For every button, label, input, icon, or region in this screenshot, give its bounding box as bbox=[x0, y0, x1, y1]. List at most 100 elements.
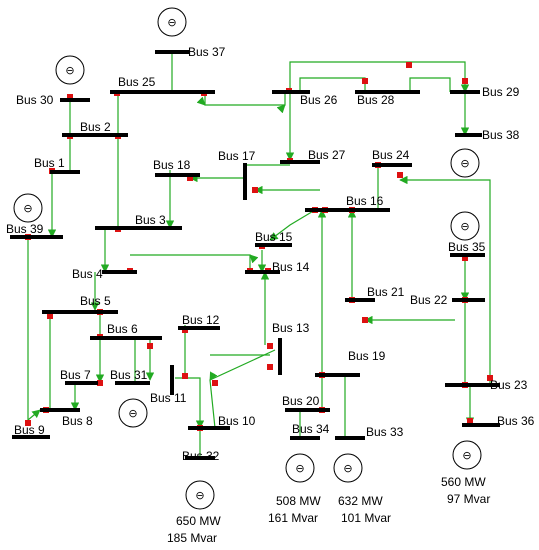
bus-label: Bus 22 bbox=[410, 293, 448, 307]
breaker[interactable] bbox=[147, 343, 153, 349]
bus-labels: Bus 37 Bus 25 Bus 26 Bus 28 Bus 29 Bus 3… bbox=[6, 45, 535, 463]
breaker[interactable] bbox=[267, 343, 273, 349]
bus-label: Bus 27 bbox=[308, 148, 346, 162]
bus-label: Bus 20 bbox=[282, 394, 320, 408]
gen-mw: 560 MW bbox=[441, 475, 486, 489]
breaker[interactable] bbox=[462, 255, 468, 261]
breaker[interactable] bbox=[406, 62, 412, 68]
generator-icon[interactable]: ⊖ bbox=[55, 55, 85, 85]
svg-text:⊖: ⊖ bbox=[460, 157, 469, 170]
svg-text:⊖: ⊖ bbox=[460, 220, 469, 233]
bus-label: Bus 7 bbox=[60, 368, 91, 382]
line-16-24[interactable] bbox=[399, 175, 491, 385]
bus-label: Bus 18 bbox=[153, 158, 191, 172]
bus-label: Bus 5 bbox=[80, 294, 111, 308]
bus-label: Bus 1 bbox=[34, 156, 65, 170]
generator-icon[interactable]: ⊖ bbox=[118, 398, 148, 428]
svg-text:⊖: ⊖ bbox=[343, 462, 352, 475]
bus-label: Bus 11 bbox=[150, 391, 187, 405]
gen-mw: 632 MW bbox=[338, 494, 383, 508]
bus-label: Bus 3 bbox=[135, 213, 166, 227]
bus-label: Bus 28 bbox=[357, 93, 395, 107]
line-16-15[interactable] bbox=[269, 209, 316, 241]
breaker[interactable] bbox=[252, 187, 258, 193]
bus-label: Bus 8 bbox=[62, 414, 93, 428]
generator-icon[interactable]: ⊖ bbox=[157, 7, 187, 37]
bus-label: Bus 38 bbox=[482, 128, 520, 142]
bus-label: Bus 17 bbox=[218, 149, 256, 163]
generator-icon[interactable]: ⊖ bbox=[185, 480, 215, 510]
line-13-10[interactable] bbox=[209, 349, 276, 429]
breaker[interactable] bbox=[267, 364, 273, 370]
generator-icon[interactable]: ⊖ bbox=[285, 453, 315, 483]
transmission-lines bbox=[27, 52, 491, 458]
gen-mvar: 161 Mvar bbox=[268, 511, 318, 525]
svg-text:⊖: ⊖ bbox=[295, 462, 304, 475]
svg-text:⊖: ⊖ bbox=[23, 202, 32, 215]
bus-label: Bus 35 bbox=[448, 240, 486, 254]
bus-label: Bus 12 bbox=[182, 313, 220, 327]
generation-readouts: 650 MW 185 Mvar 508 MW 161 Mvar 632 MW 1… bbox=[167, 475, 490, 545]
bus-label: Bus 30 bbox=[16, 93, 54, 107]
generator-icon[interactable]: ⊖ bbox=[450, 211, 480, 241]
bus-label: Bus 15 bbox=[255, 230, 293, 244]
svg-text:⊖: ⊖ bbox=[128, 407, 137, 420]
bus-label: Bus 39 bbox=[6, 222, 44, 236]
bus-bars bbox=[10, 50, 500, 460]
breaker[interactable] bbox=[67, 94, 73, 100]
bus-label: Bus 23 bbox=[490, 378, 528, 392]
bus-label: Bus 37 bbox=[188, 45, 226, 59]
breaker[interactable] bbox=[397, 172, 403, 178]
bus-label: Bus 21 bbox=[367, 285, 405, 299]
bus-label: Bus 14 bbox=[272, 260, 310, 274]
gen-mvar: 101 Mvar bbox=[341, 511, 391, 525]
svg-text:⊖: ⊖ bbox=[65, 64, 74, 77]
bus-label: Bus 31 bbox=[110, 368, 148, 382]
bus-label: Bus 10 bbox=[218, 414, 256, 428]
gen-mw: 508 MW bbox=[276, 494, 321, 508]
bus-label: Bus 4 bbox=[72, 267, 103, 281]
svg-text:⊖: ⊖ bbox=[167, 16, 176, 29]
generator-icon[interactable]: ⊖ bbox=[450, 148, 480, 178]
breaker[interactable] bbox=[47, 313, 53, 319]
line-26-28-29[interactable] bbox=[289, 61, 470, 93]
line-28-29[interactable] bbox=[409, 77, 451, 92]
bus-label: Bus 29 bbox=[482, 85, 520, 99]
bus-label: Bus 33 bbox=[366, 425, 404, 439]
generator-icon[interactable]: ⊖ bbox=[333, 453, 363, 483]
generator-icon[interactable]: ⊖ bbox=[13, 193, 43, 223]
bus-label: Bus 32 bbox=[182, 449, 220, 463]
bus-label: Bus 16 bbox=[346, 194, 384, 208]
breaker[interactable] bbox=[97, 380, 103, 386]
breaker[interactable] bbox=[467, 418, 473, 424]
line-8-9[interactable] bbox=[27, 237, 41, 422]
breaker[interactable] bbox=[187, 175, 193, 181]
breaker[interactable] bbox=[182, 373, 188, 379]
breaker[interactable] bbox=[462, 78, 468, 84]
breaker[interactable] bbox=[362, 317, 368, 323]
line-4-14[interactable] bbox=[130, 254, 259, 272]
bus-label: Bus 34 bbox=[292, 422, 330, 436]
bus-label: Bus 2 bbox=[80, 120, 111, 134]
bus-label: Bus 6 bbox=[107, 322, 138, 336]
breaker[interactable] bbox=[362, 78, 368, 84]
bus-label: Bus 13 bbox=[272, 321, 310, 335]
generator-icon[interactable]: ⊖ bbox=[452, 440, 482, 470]
gen-mvar: 185 Mvar bbox=[167, 531, 217, 545]
breaker[interactable] bbox=[487, 375, 493, 381]
bus-label: Bus 26 bbox=[300, 93, 338, 107]
gen-mw: 650 MW bbox=[176, 514, 221, 528]
breaker[interactable] bbox=[25, 420, 31, 426]
bus-label: Bus 25 bbox=[118, 75, 156, 89]
breaker[interactable] bbox=[212, 380, 218, 386]
line-25-26[interactable] bbox=[196, 92, 286, 114]
bus-label: Bus 9 bbox=[14, 423, 45, 437]
gen-mvar: 97 Mvar bbox=[447, 492, 490, 506]
line-26-28[interactable] bbox=[299, 77, 366, 92]
svg-text:⊖: ⊖ bbox=[195, 489, 204, 502]
bus-label: Bus 19 bbox=[348, 349, 386, 363]
svg-text:⊖: ⊖ bbox=[462, 449, 471, 462]
bus-label: Bus 24 bbox=[372, 148, 410, 162]
generators: ⊖ ⊖ ⊖ ⊖ ⊖ ⊖ ⊖ ⊖ ⊖ ⊖ bbox=[13, 7, 482, 510]
